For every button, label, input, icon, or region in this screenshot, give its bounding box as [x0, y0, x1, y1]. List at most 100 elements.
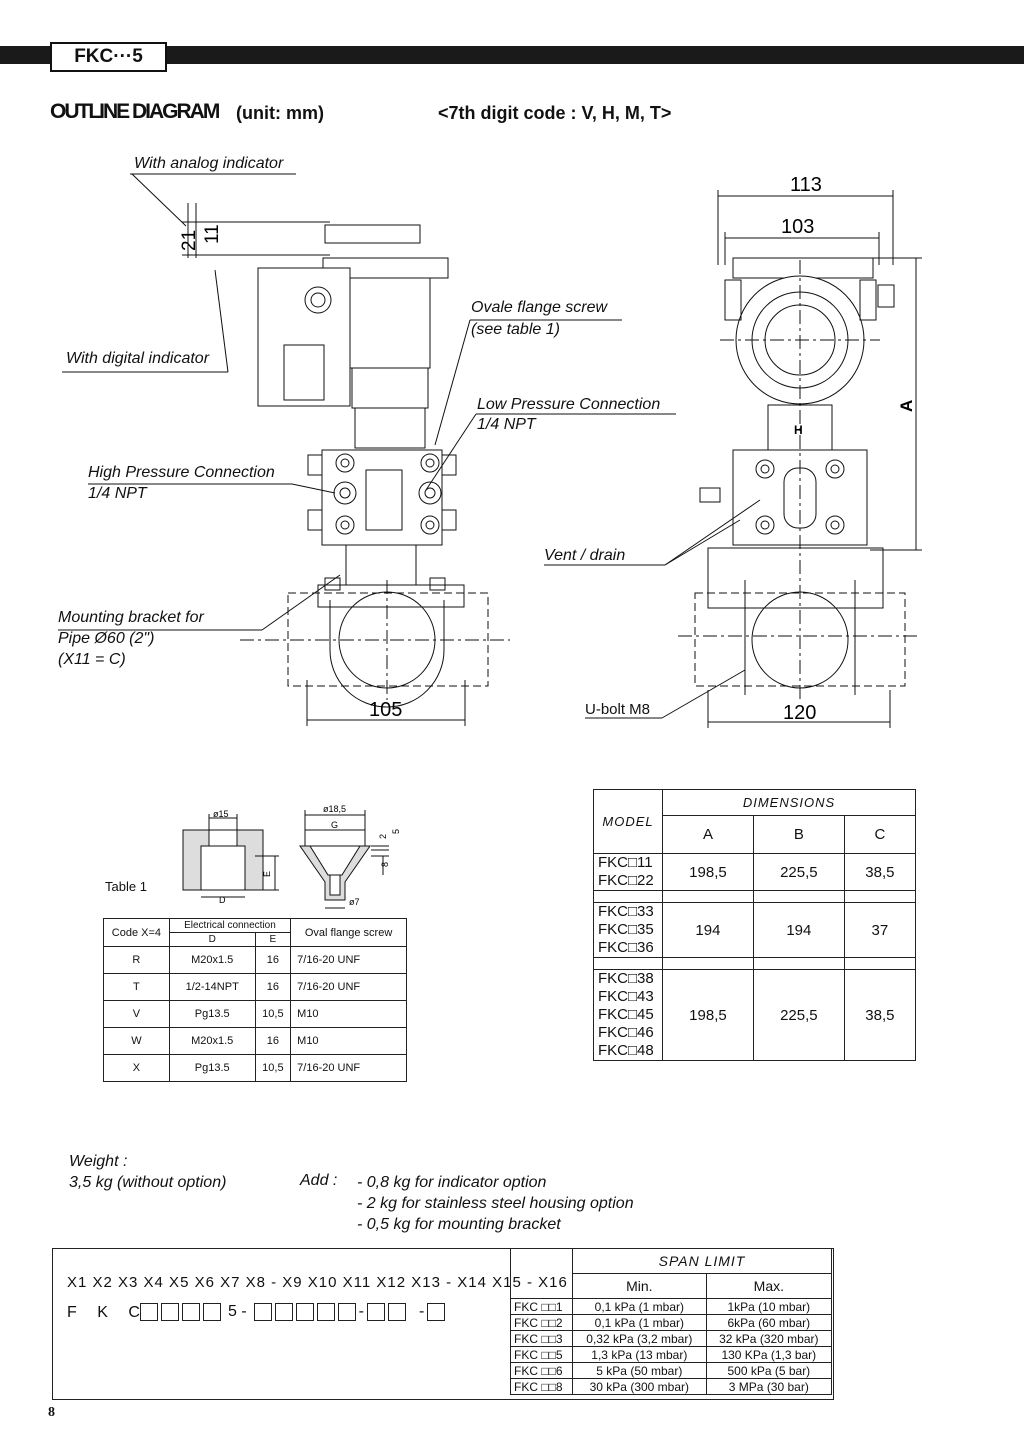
cell-code: T	[103, 973, 170, 1001]
cell-e: 16	[254, 973, 292, 1001]
cell-screw: 7/16-20 UNF	[290, 973, 407, 1001]
cell-c: 38,5	[843, 969, 917, 1061]
cell-e: 16	[254, 946, 292, 974]
cell-d: Pg13.5	[168, 1054, 256, 1082]
label-high-pressure-1: High Pressure Connection	[88, 464, 275, 481]
cell-max: 6kPa (60 mbar)	[705, 1314, 833, 1331]
cell-min: 1,3 kPa (13 mbar)	[572, 1346, 707, 1363]
label-bracket-2: Pipe Ø60 (2")	[58, 630, 155, 647]
ordering-five: 5 -	[228, 1303, 247, 1320]
code-box	[367, 1303, 385, 1321]
dim-120: 120	[783, 702, 816, 724]
unit-label: (unit: mm)	[236, 103, 324, 123]
cell-max: 500 kPa (5 bar)	[705, 1362, 833, 1379]
model-code: FKC□11	[598, 854, 653, 871]
model-code: FKC□36	[598, 939, 654, 956]
col-model: MODEL	[593, 789, 663, 854]
cell-b: 225,5	[752, 853, 845, 891]
label-low-pressure-2: 1/4 NPT	[477, 416, 536, 433]
cell-max: 1kPa (10 mbar)	[705, 1298, 833, 1315]
dim-21: 21	[179, 230, 200, 251]
cell-max: 3 MPa (30 bar)	[705, 1378, 833, 1395]
cell-code: X	[103, 1054, 170, 1082]
cell-min: 0,1 kPa (1 mbar)	[572, 1314, 707, 1331]
code-box	[427, 1303, 446, 1321]
cell-code: FKC □□8	[510, 1378, 573, 1395]
cell-screw: M10	[290, 1000, 407, 1028]
dim-d15: ø15	[213, 809, 229, 819]
dim-a: A	[897, 400, 916, 412]
code-box	[140, 1303, 158, 1321]
code-box	[253, 1303, 272, 1321]
cell-d: M20x1.5	[168, 1027, 256, 1055]
dim-2: 2	[378, 834, 388, 839]
model-code: FKC□22	[598, 872, 654, 889]
cell-min: 0,32 kPa (3,2 mbar)	[572, 1330, 707, 1347]
cell-c: 37	[843, 902, 917, 958]
code-box	[203, 1303, 221, 1321]
page-title: OUTLINE DIAGRAM	[50, 100, 220, 123]
cell-code: FKC □□3	[510, 1330, 573, 1347]
label-h: H	[794, 423, 803, 437]
label-digital-indicator: With digital indicator	[66, 350, 210, 367]
col-b: B	[752, 815, 845, 854]
cell-code: FKC □□1	[510, 1298, 573, 1315]
span-header: SPAN LIMIT	[572, 1248, 832, 1274]
weight-options: - 0,8 kg for indicator option - 2 kg for…	[357, 1172, 634, 1235]
label-analog-indicator: With analog indicator	[134, 155, 284, 172]
col-e: E	[254, 932, 292, 947]
code-box	[182, 1303, 200, 1321]
dim-5: 5	[391, 829, 401, 834]
code-box	[274, 1303, 293, 1321]
model-label: FKC···5	[50, 42, 167, 72]
cell-a: 198,5	[662, 969, 754, 1061]
cell-screw: 7/16-20 UNF	[290, 946, 407, 974]
cell-code: FKC □□5	[510, 1346, 573, 1363]
cell-d: M20x1.5	[168, 946, 256, 974]
model-code: FKC□48	[598, 1042, 654, 1059]
label-oval-flange-1: Ovale flange screw	[471, 299, 608, 316]
cell-code: FKC □□6	[510, 1362, 573, 1379]
model-code: FKC□35	[598, 921, 654, 938]
dim-8: 8	[380, 862, 390, 867]
cell-a: 194	[662, 902, 754, 958]
table-row: X Pg13.5 10,5 7/16-20 UNF	[103, 1054, 407, 1082]
cell-b: 225,5	[752, 969, 845, 1061]
dim-g: G	[331, 820, 338, 830]
col-oval-screw: Oval flange screw	[290, 918, 407, 947]
ordering-code-box	[52, 1248, 834, 1400]
cell-d: 1/2-14NPT	[168, 973, 256, 1001]
ordering-digits: X1 X2 X3 X4 X5 X6 X7 X8 - X9 X10 X11 X12…	[67, 1274, 568, 1291]
dim-d7: ø7	[349, 897, 360, 907]
cell-c: 38,5	[843, 853, 917, 891]
cell-code: FKC □□2	[510, 1314, 573, 1331]
cell-screw: 7/16-20 UNF	[290, 1054, 407, 1082]
col-c: C	[843, 815, 917, 854]
label-bracket-1: Mounting bracket for	[58, 609, 204, 626]
label-bracket-3: (X11 = C)	[58, 651, 126, 668]
header-bar	[165, 46, 1024, 64]
weight-base: 3,5 kg (without option)	[69, 1174, 227, 1191]
ordering-prefix: F K C	[67, 1304, 148, 1321]
model-code: FKC□43	[598, 988, 654, 1005]
cell-max: 130 KPa (1,3 bar)	[705, 1346, 833, 1363]
code-box	[316, 1303, 335, 1321]
ordering-boxes: 5 - - -	[140, 1303, 446, 1321]
col-code: Code X=4	[103, 918, 170, 947]
label-low-pressure-1: Low Pressure Connection	[477, 396, 661, 413]
dim-103: 103	[781, 216, 814, 238]
weight-section: Weight : 3,5 kg (without option)	[69, 1151, 226, 1193]
model-code: FKC□38	[598, 970, 654, 987]
cell-min: 5 kPa (50 mbar)	[572, 1362, 707, 1379]
col-max: Max.	[705, 1273, 833, 1299]
table-row: T 1/2-14NPT 16 7/16-20 UNF	[103, 973, 407, 1001]
cell-min: 0,1 kPa (1 mbar)	[572, 1298, 707, 1315]
cell-d: Pg13.5	[168, 1000, 256, 1028]
model-code: FKC□46	[598, 1024, 654, 1041]
col-dimensions: DIMENSIONS	[662, 789, 916, 816]
